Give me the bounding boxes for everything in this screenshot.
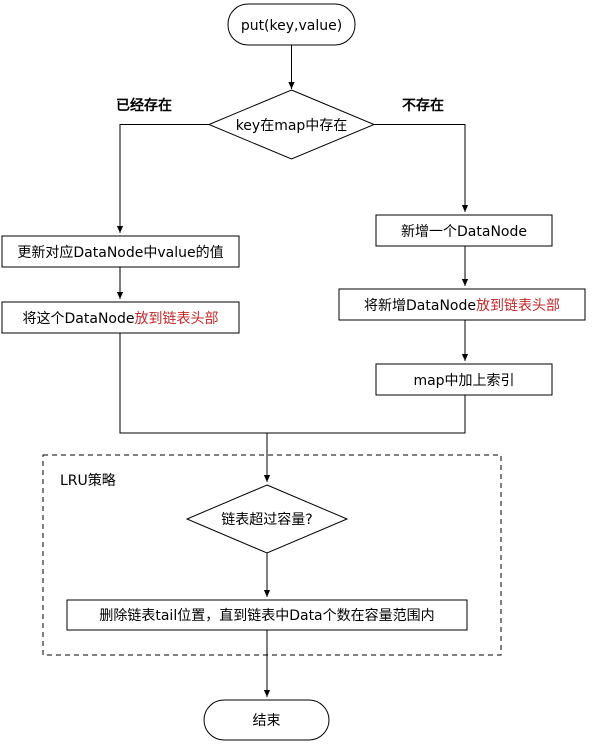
edge-label-not-exists: 不存在 xyxy=(402,97,444,114)
process-move-new-label: 将新增DataNode放到链表头部 xyxy=(364,298,560,314)
process-update-value-label: 更新对应DataNode中value的值 xyxy=(17,244,223,261)
process-add-index xyxy=(375,363,553,396)
lru-group-frame xyxy=(42,454,502,656)
process-evict xyxy=(66,599,468,631)
process-new-node-label: 新增一个DataNode xyxy=(401,224,527,240)
process-update-value xyxy=(1,235,240,268)
move-existing-suffix: 放到链表头部 xyxy=(134,311,218,327)
move-new-prefix: 将新增DataNode xyxy=(364,298,476,314)
edge-check-to-update xyxy=(116,124,209,233)
process-move-new xyxy=(338,288,586,321)
process-add-index-label: map中加上索引 xyxy=(413,372,514,389)
end-label: 结束 xyxy=(253,713,281,729)
process-new-node xyxy=(375,214,553,247)
decision-key-exists xyxy=(207,89,376,160)
lru-group-label: LRU策略 xyxy=(60,472,116,489)
edge-merge xyxy=(119,333,466,434)
move-existing-prefix: 将这个DataNode xyxy=(23,310,135,327)
process-move-existing-label: 将这个DataNode放到链表头部 xyxy=(23,310,219,327)
edge-label-exists: 已经存在 xyxy=(116,97,172,114)
decision-over-capacity-label: 链表超过容量? xyxy=(221,511,312,528)
edge-check-to-new xyxy=(374,124,469,212)
start-label: put(key,value) xyxy=(241,18,342,34)
decision-key-exists-label: key在map中存在 xyxy=(236,118,348,134)
process-evict-label: 删除链表tail位置，直到链表中Data个数在容量范围内 xyxy=(99,607,434,624)
end-terminal xyxy=(203,699,330,741)
move-new-suffix: 放到链表头部 xyxy=(476,298,560,314)
